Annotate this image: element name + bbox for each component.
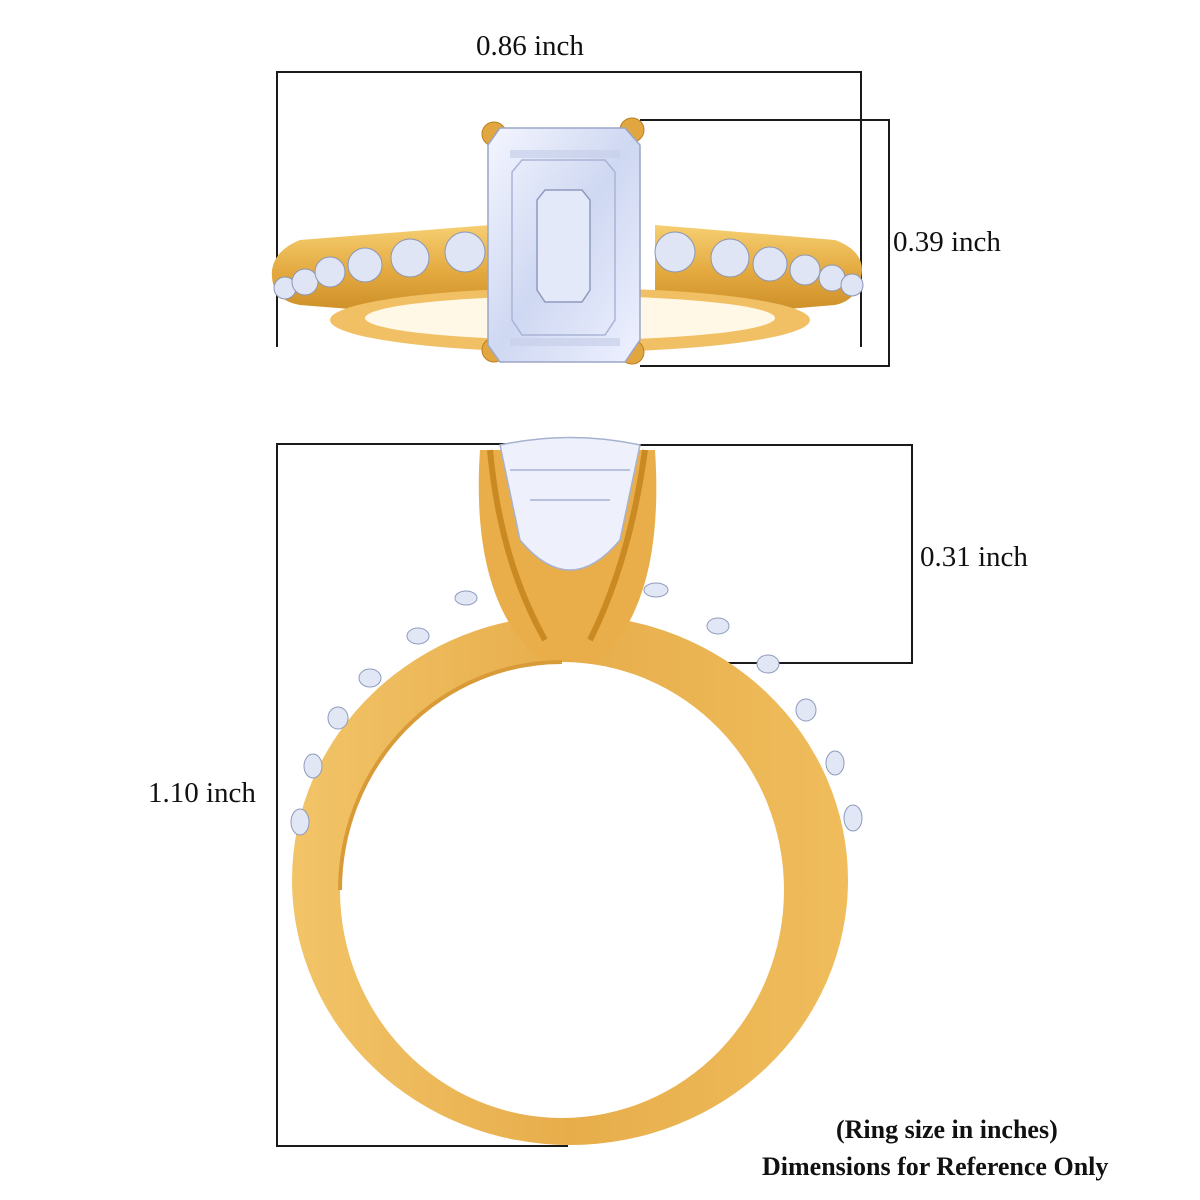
width-dimension-bracket (276, 71, 862, 347)
ring-top-view-illustration (271, 117, 864, 365)
height-dimension-label: 0.39 inch (893, 226, 1001, 258)
setting-height-dimension-label: 0.31 inch (920, 541, 1028, 573)
ring-size-note: (Ring size in inches) (836, 1115, 1058, 1144)
width-dimension-label: 0.86 inch (476, 30, 584, 62)
height-dimension-bracket (640, 119, 890, 367)
total-height-dimension-label: 1.10 inch (148, 777, 256, 809)
reference-disclaimer: Dimensions for Reference Only (762, 1152, 1109, 1181)
setting-height-dimension-bracket (583, 444, 913, 664)
total-height-dimension-bracket (276, 443, 568, 1147)
